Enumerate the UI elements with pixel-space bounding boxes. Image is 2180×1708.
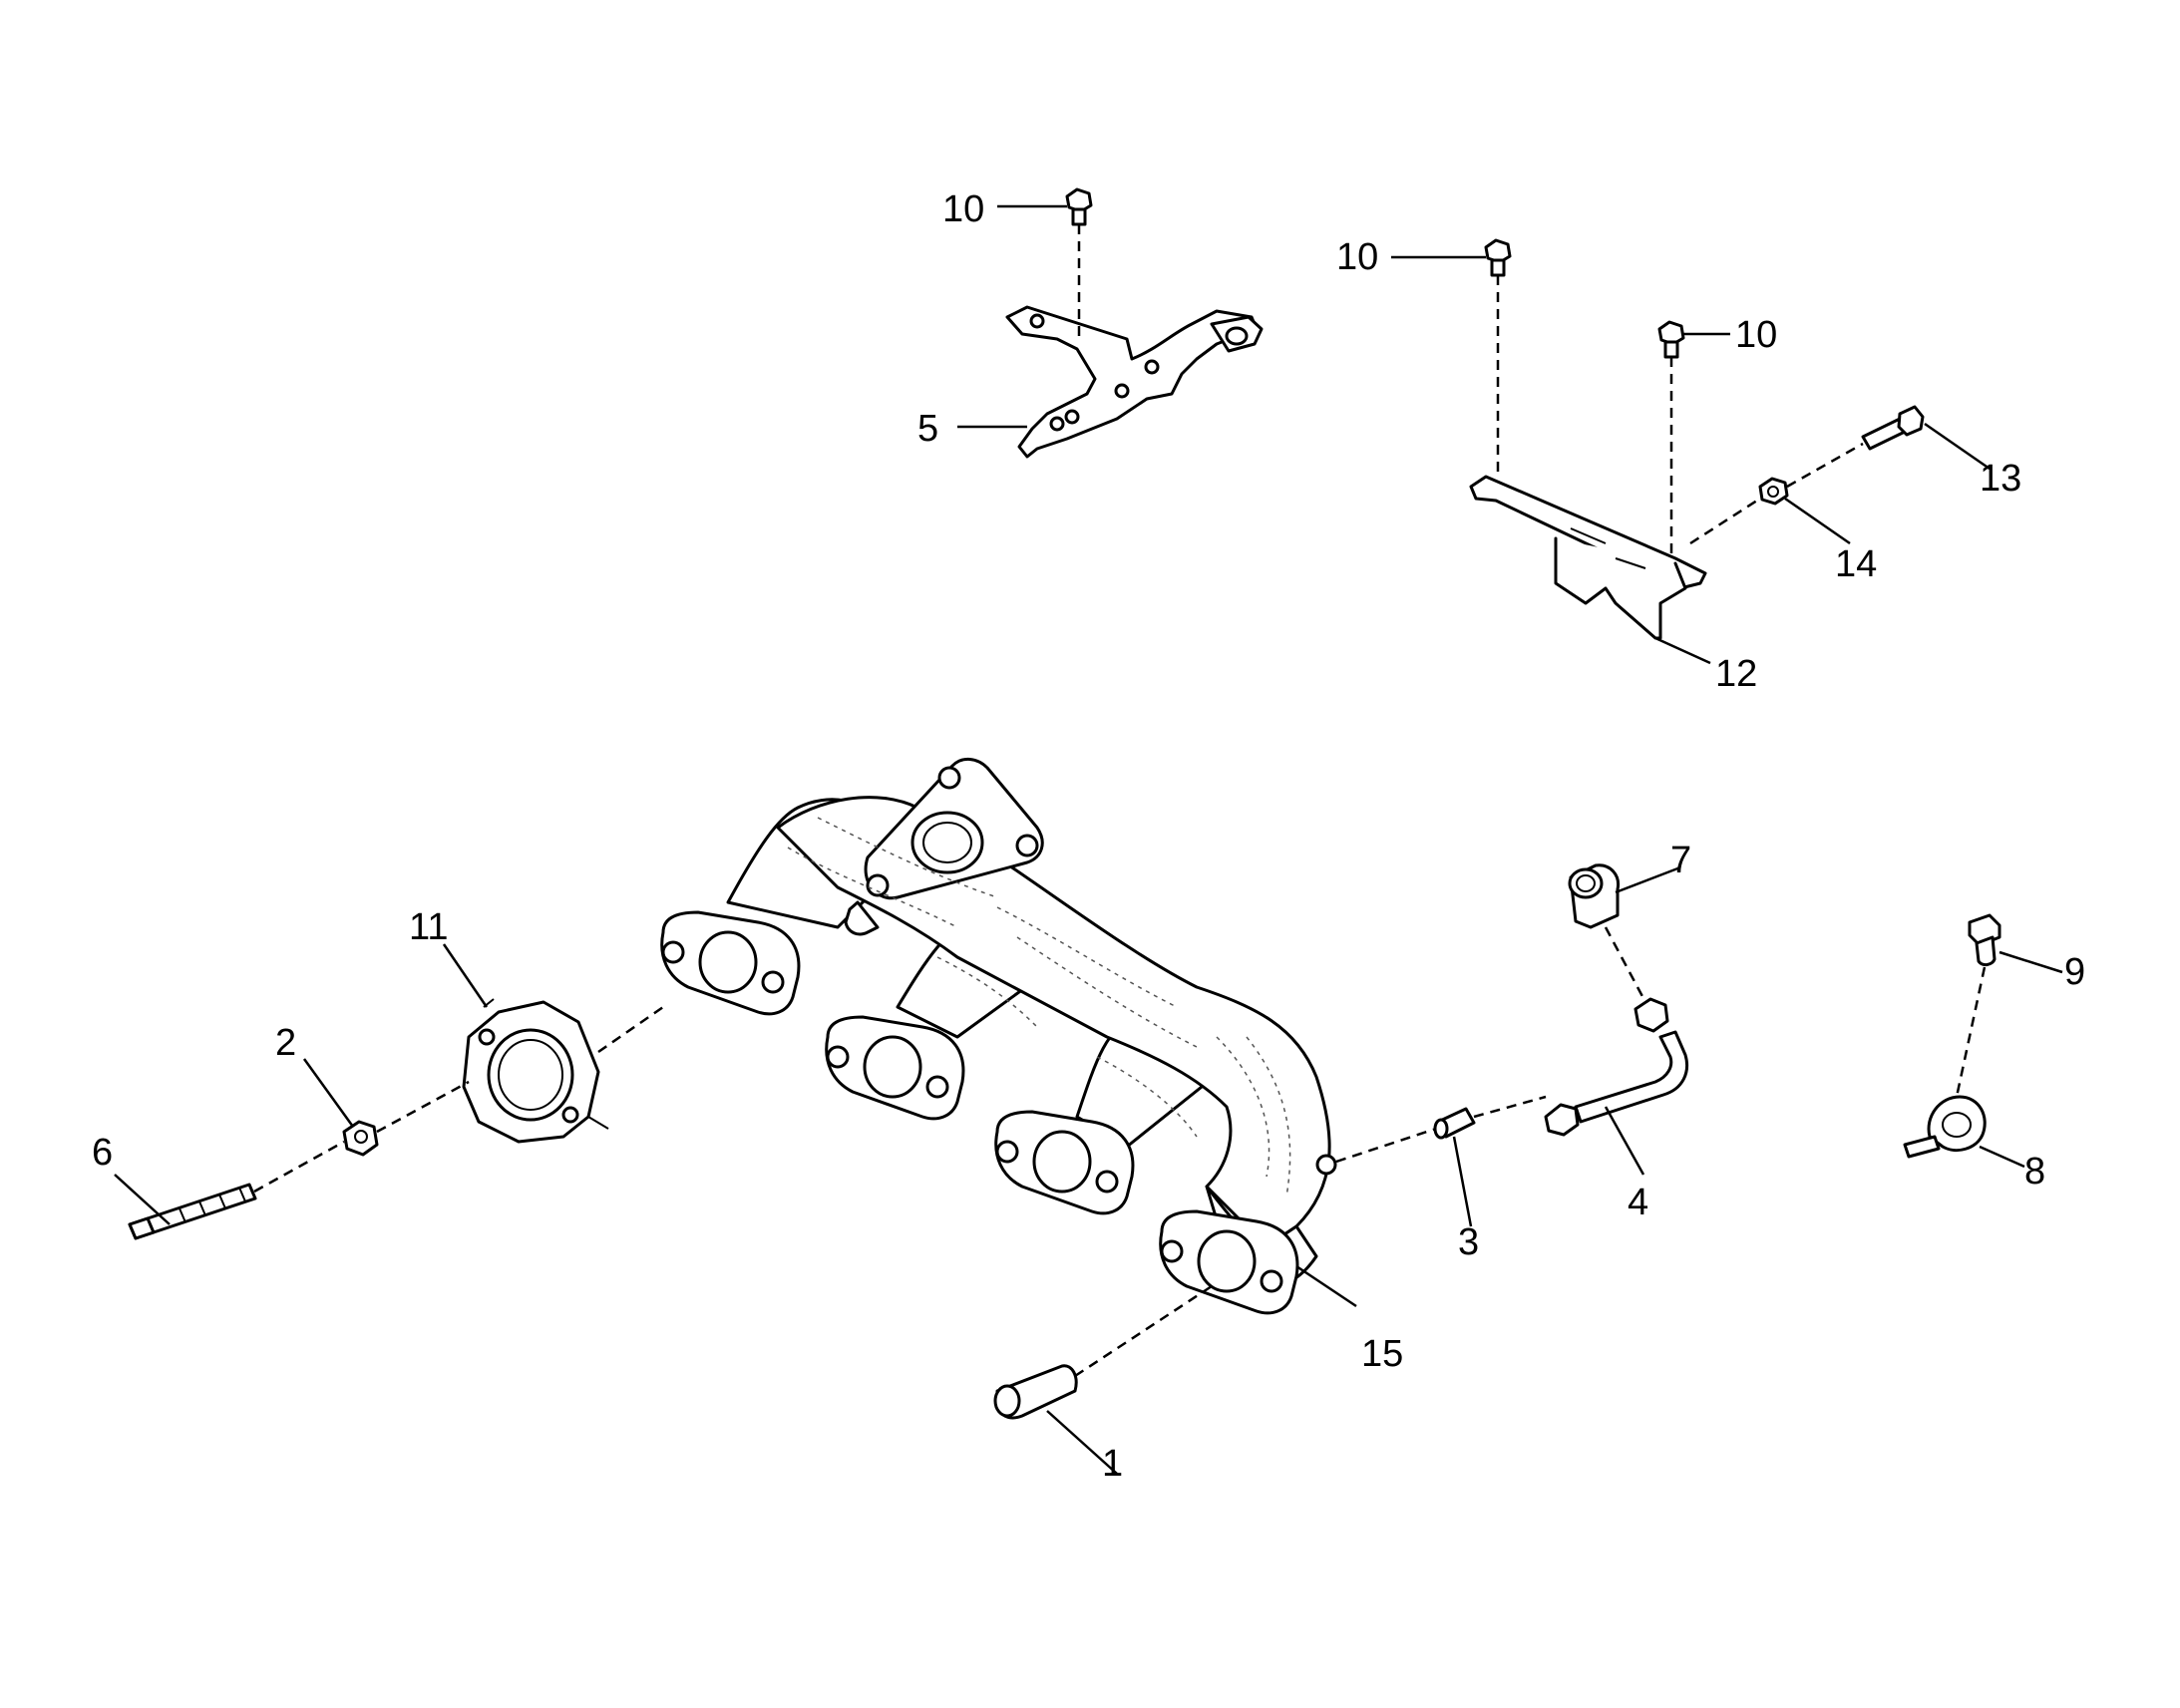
port-flange-4 <box>1159 1209 1299 1315</box>
fitting <box>1433 1107 1476 1140</box>
pipe <box>1544 997 1688 1137</box>
port-flange-3 <box>994 1110 1135 1215</box>
heat-shield <box>1469 475 1707 640</box>
callout-6: 6 <box>92 1132 113 1174</box>
callout-9: 9 <box>2064 951 2085 993</box>
callout-labels: 1 2 3 4 5 6 7 8 9 10 10 10 11 12 13 14 1… <box>92 188 2085 1485</box>
assembly-lines <box>253 224 1987 1378</box>
exhaust-manifold <box>660 758 1337 1315</box>
callout-8: 8 <box>2024 1151 2045 1193</box>
bolt-9 <box>1968 913 2001 967</box>
port-flange-1 <box>660 910 801 1016</box>
bracket-5 <box>1005 305 1264 459</box>
callout-2: 2 <box>275 1022 296 1064</box>
callout-4: 4 <box>1628 1182 1648 1223</box>
sleeve <box>993 1364 1078 1420</box>
bolt-10-shield-right <box>1657 320 1685 359</box>
nut-2 <box>342 1120 379 1157</box>
callout-10-shield-left: 10 <box>1336 236 1378 278</box>
callout-1: 1 <box>1102 1443 1123 1485</box>
callout-14: 14 <box>1835 543 1877 585</box>
gasket <box>462 998 609 1144</box>
callout-12: 12 <box>1715 653 1757 695</box>
stud <box>128 1183 257 1240</box>
clamp <box>1903 1095 1987 1159</box>
nut-14 <box>1758 477 1789 506</box>
port-flange-2 <box>825 1015 965 1121</box>
leader-lines <box>114 204 2063 1475</box>
bolt-13 <box>1861 405 1925 451</box>
bolt-10-shield-left <box>1484 238 1512 277</box>
callout-10-shield-right: 10 <box>1735 314 1777 356</box>
cap-nut <box>1568 863 1621 929</box>
callout-11: 11 <box>409 906 448 948</box>
callout-5: 5 <box>917 408 938 450</box>
callout-3: 3 <box>1458 1221 1479 1263</box>
callout-15: 15 <box>1361 1333 1403 1375</box>
callout-7: 7 <box>1670 840 1691 881</box>
callout-13: 13 <box>1980 458 2021 500</box>
callout-10-bracket: 10 <box>942 188 984 230</box>
bolt-10-bracket <box>1065 187 1093 226</box>
